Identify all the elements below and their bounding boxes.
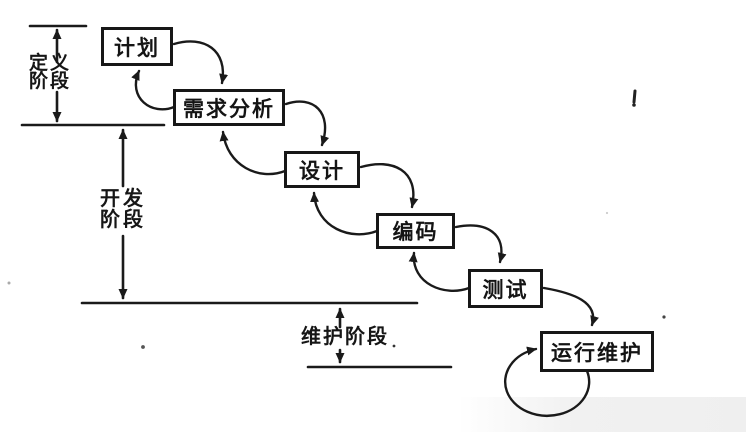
- phase-label-plan: 计划: [114, 36, 160, 60]
- phase-label-design: 设计: [299, 159, 345, 183]
- phase-label-requirements-analysis: 需求分析: [183, 97, 275, 121]
- stage-label-development: 开发 阶段: [96, 189, 150, 231]
- arrow-testing-to-coding: [408, 251, 471, 292]
- artifact-dot: [662, 315, 666, 319]
- phase-box-testing: 测试: [468, 269, 543, 308]
- stage-label-definition-line2: 阶段: [28, 71, 71, 92]
- stage-label-maintenance: 维护阶段: [295, 327, 395, 348]
- phase-box-design: 设计: [284, 151, 360, 188]
- arrow-design-to-coding: [359, 162, 419, 209]
- artifact-dot: [605, 211, 609, 215]
- arrow-coding-to-testing: [454, 224, 507, 264]
- arrow-requirements-to-design: [284, 100, 330, 147]
- phase-label-coding: 编码: [392, 221, 439, 244]
- phase-box-requirements-analysis: 需求分析: [173, 89, 285, 126]
- stage-label-maintenance-text: 维护阶段: [301, 326, 389, 348]
- artifact-tick: [632, 89, 637, 104]
- phase-box-plan: 计划: [101, 27, 173, 66]
- phase-label-testing: 测试: [482, 278, 529, 302]
- arrow-plan-to-requirements: [172, 40, 229, 85]
- stage-label-development-line2: 阶段: [100, 209, 146, 231]
- stage-label-development-line1: 开发: [100, 188, 146, 210]
- artifact-dot: [392, 344, 396, 348]
- forward-arrows: [172, 40, 599, 327]
- scan-shadow-corner: [458, 397, 746, 432]
- phase-label-operation-maintenance: 运行维护: [551, 341, 643, 365]
- arrow-design-to-requirements: [219, 130, 287, 176]
- arrow-requirements-to-plan: [131, 69, 176, 111]
- arrow-testing-to-maintenance: [542, 286, 599, 327]
- stage-label-definition-line1: 定义: [28, 53, 71, 74]
- artifact-dot: [141, 345, 145, 349]
- self-loop-maintenance: [504, 346, 591, 417]
- artifact-dot: [632, 103, 636, 107]
- arrow-coding-to-design: [310, 191, 379, 236]
- feedback-arrows: [131, 69, 591, 417]
- stage-brackets: [20, 24, 453, 369]
- artifact-dot: [7, 281, 11, 285]
- phase-box-operation-maintenance: 运行维护: [540, 331, 654, 372]
- scan-artifacts: [7, 89, 666, 349]
- stage-label-definition: 定义 阶段: [26, 53, 74, 92]
- phase-box-coding: 编码: [376, 213, 455, 249]
